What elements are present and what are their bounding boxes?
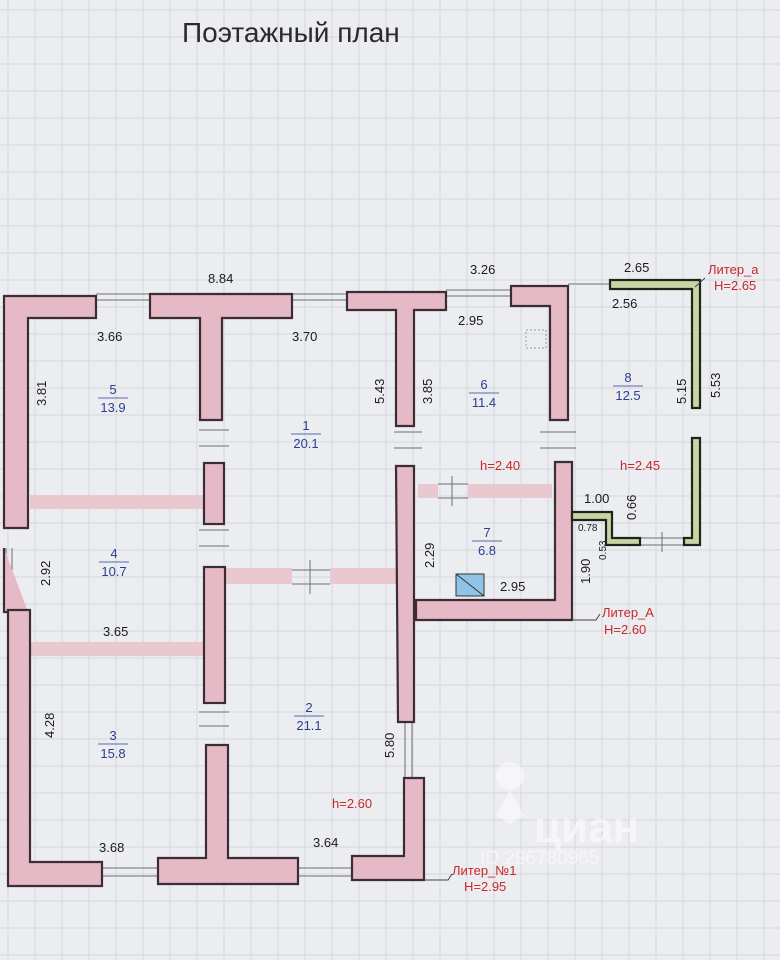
extension-walls — [570, 278, 702, 547]
svg-text:6: 6 — [480, 377, 487, 392]
room-5: 5 13.9 — [98, 382, 128, 415]
plan-title: Поэтажный план — [182, 17, 400, 48]
svg-text:15.8: 15.8 — [100, 746, 125, 761]
svg-text:4: 4 — [110, 546, 117, 561]
dim-bottom-mid: 3.64 — [313, 835, 338, 850]
dim-room7-right: 1.90 — [578, 559, 593, 584]
dim-top-total: 8.84 — [208, 271, 233, 286]
dim-top-right: 3.26 — [470, 262, 495, 277]
svg-text:13.9: 13.9 — [100, 400, 125, 415]
room-4: 4 10.7 — [99, 546, 129, 579]
liter-1-label: Литер_№1 — [452, 863, 516, 878]
walls — [2, 284, 574, 888]
liter-1-height: H=2.95 — [464, 879, 506, 894]
dim-room8-outer-h: 5.53 — [708, 373, 723, 398]
svg-text:3: 3 — [109, 728, 116, 743]
dim-room6-height: 3.85 — [420, 379, 435, 404]
svg-text:10.7: 10.7 — [101, 564, 126, 579]
room-7: 7 6.8 — [472, 525, 502, 558]
dim-room3-width: 3.65 — [103, 624, 128, 639]
dim-room1-right: 5.43 — [372, 379, 387, 404]
room-6: 6 11.4 — [469, 377, 499, 410]
watermark-id: ID 296780965 — [480, 848, 599, 869]
dim-room3-height: 4.28 — [42, 713, 57, 738]
dim-ext-small-a: 0.66 — [624, 495, 639, 520]
room-3: 3 15.8 — [98, 728, 128, 761]
svg-text:21.1: 21.1 — [296, 718, 321, 733]
leader-lines — [424, 277, 706, 881]
room-8: 8 12.5 — [613, 370, 643, 403]
liter-A-label: Литер_А — [602, 605, 654, 620]
dim-ext-inner-top: 2.56 — [612, 296, 637, 311]
watermark-brand: циан — [534, 803, 639, 852]
svg-text:12.5: 12.5 — [615, 388, 640, 403]
dim-room4-height: 2.92 — [38, 561, 53, 586]
liter-a-small-height: H=2.65 — [714, 278, 756, 293]
ceiling-height-260: h=2.60 — [332, 796, 372, 811]
room-2: 2 21.1 — [294, 700, 324, 733]
dim-room6-width: 2.95 — [458, 313, 483, 328]
svg-text:11.4: 11.4 — [472, 395, 496, 410]
ceiling-height-245: h=2.45 — [620, 458, 660, 473]
stair-icon — [455, 573, 485, 597]
dim-room5-height: 3.81 — [34, 381, 49, 406]
dim-bottom-left: 3.68 — [99, 840, 124, 855]
svg-text:20.1: 20.1 — [293, 436, 318, 451]
svg-text:8: 8 — [624, 370, 631, 385]
liter-a-small-label: Литер_а — [708, 262, 759, 277]
svg-text:5: 5 — [109, 382, 116, 397]
dim-room2-right: 5.80 — [382, 733, 397, 758]
dim-top-ext: 2.65 — [624, 260, 649, 275]
dim-room5-width: 3.66 — [97, 329, 122, 344]
liter-A-height: H=2.60 — [604, 622, 646, 637]
svg-text:6.8: 6.8 — [478, 543, 496, 558]
room-1: 1 20.1 — [291, 418, 321, 451]
location-pin-icon — [496, 762, 525, 824]
dim-room1-width: 3.70 — [292, 329, 317, 344]
svg-text:1: 1 — [302, 418, 309, 433]
svg-text:7: 7 — [483, 525, 490, 540]
dim-room7-width: 2.95 — [500, 579, 525, 594]
watermark: циан ID 296780965 — [480, 762, 639, 869]
dim-room7-height: 2.29 — [422, 543, 437, 568]
dim-ext-small-c: 0.53 — [598, 540, 609, 560]
svg-text:2: 2 — [305, 700, 312, 715]
appliance-icon — [525, 329, 547, 349]
dim-ext-small-b: 0.78 — [578, 523, 598, 534]
interior-partitions — [30, 484, 552, 656]
dim-ext-step: 1.00 — [584, 491, 609, 506]
dim-room8-inner-h: 5.15 — [674, 379, 689, 404]
ceiling-height-240: h=2.40 — [480, 458, 520, 473]
